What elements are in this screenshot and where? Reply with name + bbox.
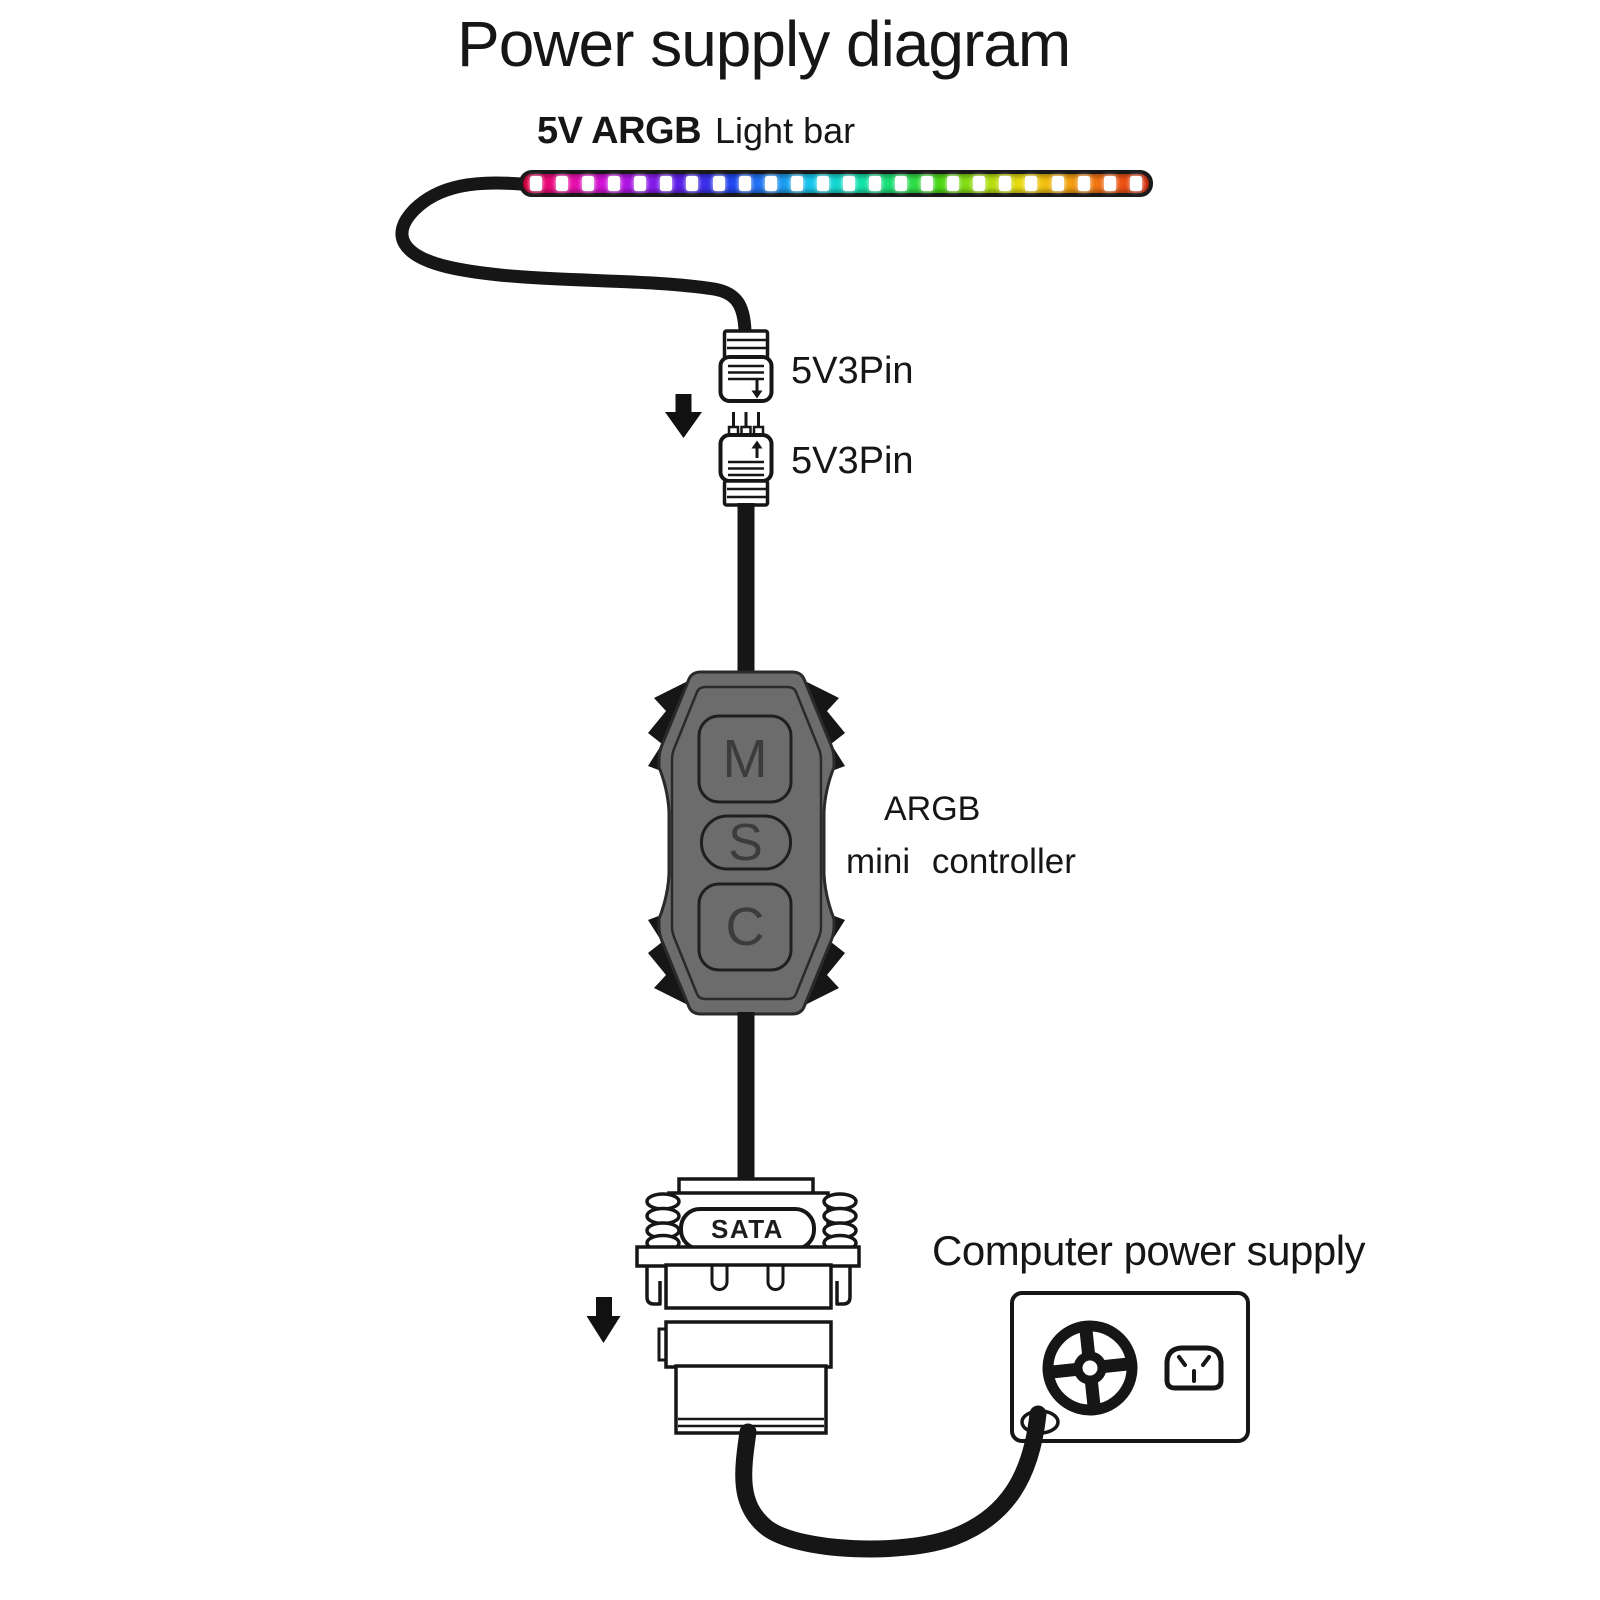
led-segment [634, 176, 647, 191]
sata-connector [635, 1177, 861, 1310]
controller-label-line2: mini controller [846, 842, 1076, 881]
argb-mini-controller [648, 670, 845, 1016]
led-segment [921, 176, 934, 191]
color-button-outline[interactable] [697, 882, 793, 972]
spring-left [645, 1192, 681, 1253]
fan-icon [1042, 1320, 1138, 1416]
down-arrow-icon [665, 394, 702, 438]
power-socket-icon [1164, 1345, 1224, 1391]
led-segment [608, 176, 621, 191]
mode-button-outline[interactable] [697, 714, 793, 804]
connector-bottom-label: 5V3Pin [791, 440, 914, 482]
led-segment [999, 176, 1012, 191]
led-segment [790, 176, 803, 191]
argb-light-bar [519, 170, 1153, 197]
cable-lightbar-to-connector [395, 176, 752, 338]
led-segment [712, 176, 725, 191]
led-segment [842, 176, 855, 191]
power-supply-label: Computer power supply [932, 1227, 1366, 1274]
color-button-letter[interactable]: C [725, 897, 765, 957]
led-segment [1077, 176, 1090, 191]
lightbar-label-voltage: 5V ARGB [537, 110, 702, 152]
page-title: Power supply diagram [457, 8, 1071, 80]
connector-5v3pin-female [718, 329, 774, 403]
led-segment [738, 176, 751, 191]
controller-face-outline [670, 685, 823, 1001]
led-segment [816, 176, 829, 191]
led-segment [1103, 176, 1116, 191]
controller-label-line1: ARGB [884, 790, 981, 828]
mode-button-letter[interactable]: M [722, 729, 768, 789]
insert-direction-down-icon [751, 380, 763, 399]
sata-label: SATA [711, 1213, 784, 1244]
connector-top-label: 5V3Pin [791, 350, 914, 392]
sata-power-plug [657, 1320, 833, 1435]
connector-5v3pin-male [718, 412, 774, 507]
lightbar-label-name: Light bar [715, 110, 856, 151]
led-segment [1129, 176, 1142, 191]
speed-button-outline[interactable] [700, 814, 792, 871]
led-segment [530, 176, 542, 191]
led-segment [764, 176, 777, 191]
lightbar-label: 5V ARGB Light bar [537, 112, 855, 150]
speed-button-letter[interactable]: S [728, 813, 763, 872]
led-segment [1051, 176, 1064, 191]
led-segment [660, 176, 673, 191]
insert-direction-up-icon [751, 440, 763, 458]
cable-plug-to-psu [735, 1405, 1047, 1558]
led-segment [947, 176, 960, 191]
spring-right [822, 1192, 858, 1253]
down-arrow-icon-sata [586, 1297, 621, 1343]
led-segment [686, 176, 699, 191]
led-segment [556, 176, 569, 191]
led-segment [582, 176, 595, 191]
led-segment [895, 176, 908, 191]
led-segment [869, 176, 882, 191]
led-segment [1025, 176, 1038, 191]
led-segment [973, 176, 986, 191]
